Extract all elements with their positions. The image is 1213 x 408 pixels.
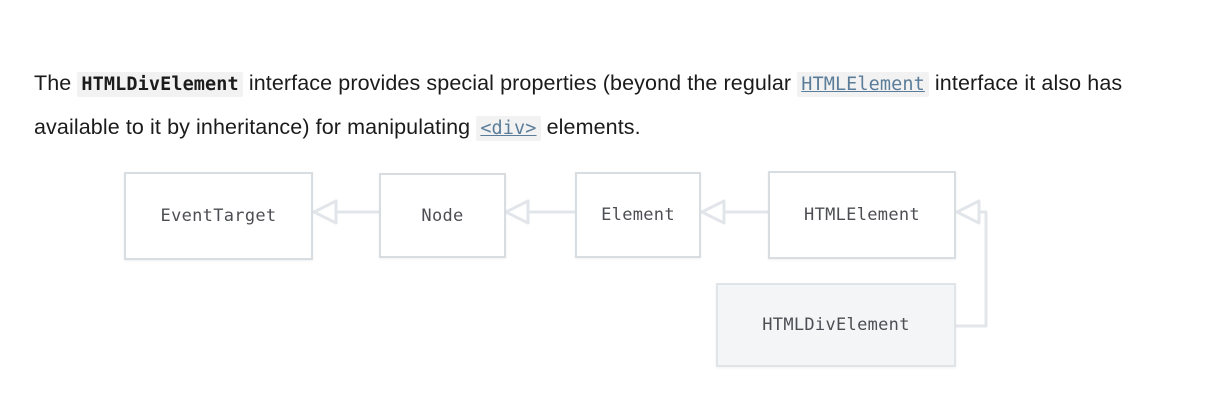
- diagram-node-htmldivelement[interactable]: HTMLDivElement: [716, 283, 956, 367]
- paragraph-middle-text: interface provides special properties (b…: [242, 70, 798, 95]
- link-htmlelement[interactable]: HTMLElement: [797, 71, 929, 97]
- edge-node-to-eventtarget: [312, 199, 379, 225]
- diagram-node-label: Element: [601, 205, 675, 225]
- diagram-node-eventtarget[interactable]: EventTarget: [124, 172, 313, 260]
- diagram-node-node[interactable]: Node: [379, 173, 506, 258]
- diagram-node-label: HTMLDivElement: [762, 315, 910, 335]
- inline-code-htmldivelement: HTMLDivElement: [77, 71, 243, 97]
- paragraph-tail-text: interface it also has available to it by…: [34, 70, 1123, 139]
- diagram-node-element[interactable]: Element: [575, 172, 701, 258]
- edge-htmldivelement-to-htmlelement: [955, 199, 988, 328]
- arrowhead-inherits-icon: [700, 199, 726, 225]
- paragraph-lead-text: The: [34, 70, 78, 95]
- edge-element-to-node: [504, 199, 575, 225]
- paragraph-end-text: elements.: [540, 114, 641, 139]
- arrowhead-inherits-icon: [504, 199, 530, 225]
- arrowhead-inherits-icon: [312, 199, 338, 225]
- arrowhead-inherits-icon: [955, 199, 981, 225]
- diagram-node-label: Node: [421, 205, 464, 226]
- interface-description-paragraph: The HTMLDivElement interface provides sp…: [34, 62, 1184, 150]
- diagram-node-label: HTMLElement: [804, 205, 920, 225]
- diagram-node-htmlelement[interactable]: HTMLElement: [768, 171, 956, 259]
- diagram-node-label: EventTarget: [160, 206, 277, 226]
- edge-htmlelement-to-element: [700, 199, 768, 225]
- link-div-element[interactable]: <div>: [476, 115, 541, 141]
